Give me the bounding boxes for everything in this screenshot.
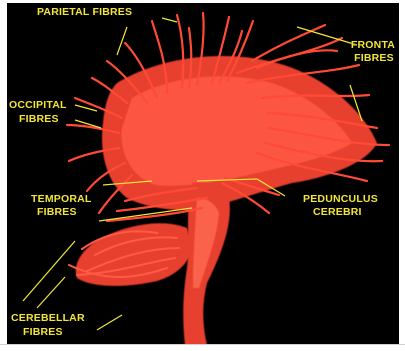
- white-matter-tractography-illustration: [7, 3, 399, 345]
- label-pedunculus-cerebri-line1: PEDUNCULUS: [303, 193, 378, 205]
- label-occipital-fibres-line1: OCCIPITAL: [9, 99, 67, 111]
- cerebellar-fibres: [69, 223, 192, 286]
- brainstem-fibres: [183, 183, 230, 345]
- label-frontal-fibres-line1: FRONTA: [347, 39, 399, 51]
- label-cerebellar-fibres-line2: FIBRES: [23, 326, 63, 338]
- cerebral-fibre-mass: [102, 56, 377, 210]
- label-parietal-fibres: PARIETAL FIBRES: [37, 6, 132, 18]
- label-occipital-fibres-line2: FIBRES: [19, 113, 59, 125]
- label-pedunculus-cerebri-line2: CEREBRI: [313, 206, 362, 218]
- label-temporal-fibres-line1: TEMPORAL: [31, 193, 92, 205]
- label-frontal-fibres-line2: FIBRES: [350, 52, 398, 64]
- figure-panel: PARIETAL FIBRES FRONTA FIBRES OCCIPITAL …: [7, 3, 399, 345]
- bottom-divider: [0, 344, 405, 351]
- label-cerebellar-fibres-line1: CEREBELLAR: [11, 312, 85, 324]
- label-temporal-fibres-line2: FIBRES: [37, 206, 77, 218]
